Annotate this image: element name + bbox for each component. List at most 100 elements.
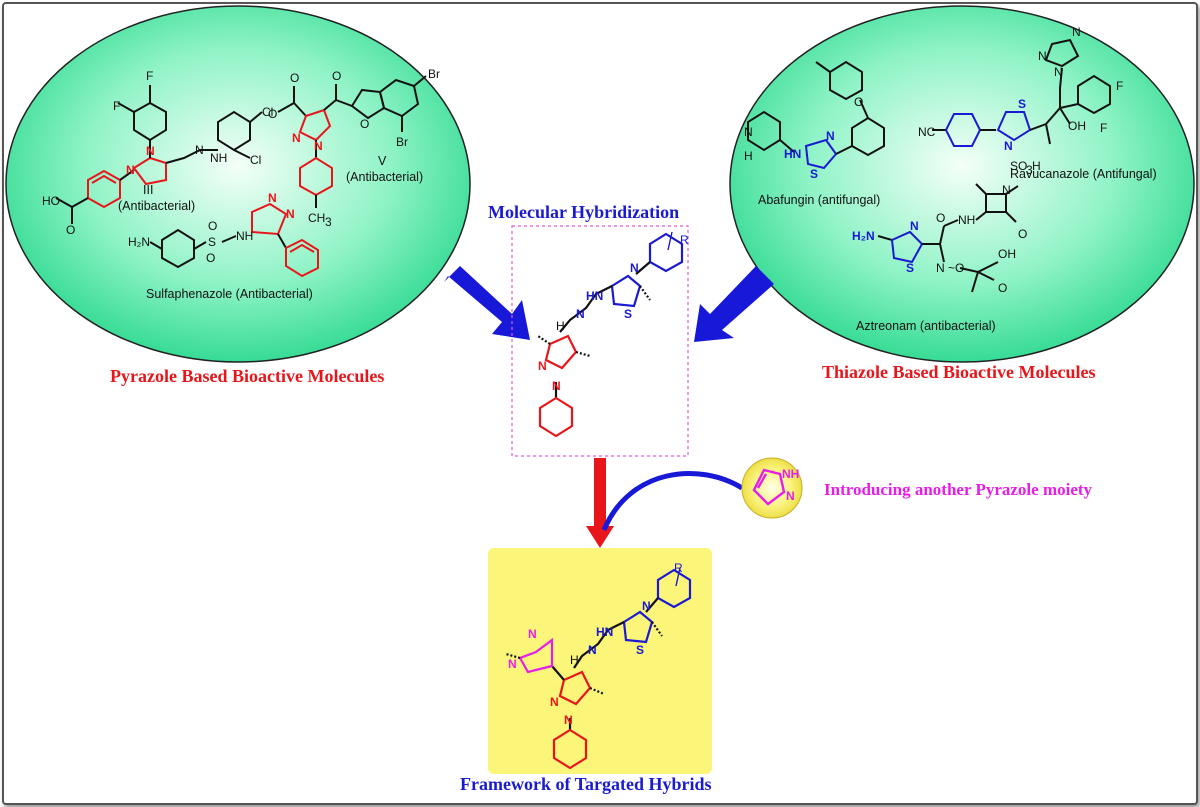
svg-text:O: O — [290, 71, 299, 85]
svg-text:NH: NH — [782, 467, 799, 481]
abafungin-label: Abafungin (antifungal) — [758, 193, 880, 207]
svg-text:S: S — [1018, 97, 1026, 111]
ravucanazole-structure — [932, 38, 1111, 147]
blue-curved-arrow — [601, 470, 744, 531]
compound-III-label: III — [143, 183, 153, 197]
svg-text:OH: OH — [998, 247, 1016, 261]
svg-text:N: N — [564, 713, 573, 727]
svg-text:HO: HO — [42, 194, 60, 208]
pyrazole-panel-title: Pyrazole Based Bioactive Molecules — [110, 366, 385, 386]
svg-text:H: H — [744, 149, 753, 163]
svg-text:3: 3 — [325, 215, 332, 229]
svg-text:F: F — [146, 69, 153, 83]
svg-text:O: O — [854, 95, 863, 109]
svg-text:R: R — [674, 561, 683, 575]
aztreonam-label: Aztreonam (antibacterial) — [856, 319, 996, 333]
svg-text:N: N — [126, 163, 135, 177]
svg-text:N: N — [826, 129, 835, 143]
svg-text:Br: Br — [428, 67, 440, 81]
svg-text:N: N — [1072, 25, 1081, 39]
svg-text:S: S — [906, 261, 914, 275]
svg-text:S: S — [810, 167, 818, 181]
svg-text:Cl: Cl — [250, 153, 261, 167]
svg-text:H: H — [556, 319, 565, 333]
svg-text:N: N — [1004, 139, 1013, 153]
svg-text:Cl: Cl — [262, 105, 273, 119]
compound-V-structure — [277, 75, 427, 208]
svg-text:O: O — [998, 281, 1007, 295]
svg-text:O: O — [332, 69, 341, 83]
svg-text:N: N — [314, 139, 323, 153]
thiazole-panel — [729, 5, 1195, 363]
svg-text:N: N — [1002, 183, 1011, 197]
svg-text:S: S — [624, 307, 632, 321]
svg-text:S: S — [208, 235, 216, 249]
svg-text:N: N — [936, 261, 945, 275]
svg-text:3: 3 — [1026, 163, 1033, 177]
abafungin-structure — [747, 60, 885, 170]
svg-text:HN: HN — [586, 289, 603, 303]
svg-text:SO: SO — [1010, 159, 1027, 173]
svg-text:O: O — [208, 219, 217, 233]
hybrid-box — [511, 225, 689, 457]
compound-V-activity: (Antibacterial) — [346, 170, 423, 184]
framework-title: Framework of Targated Hybrids — [460, 774, 712, 794]
svg-text:N: N — [1038, 49, 1047, 63]
svg-text:S: S — [636, 643, 644, 657]
svg-text:N: N — [786, 489, 795, 503]
compound-III-activity: (Antibacterial) — [118, 199, 195, 213]
svg-text:OH: OH — [1068, 119, 1086, 133]
svg-text:N: N — [286, 207, 295, 221]
svg-text:O: O — [206, 251, 215, 265]
svg-text:N: N — [642, 599, 651, 613]
svg-text:R: R — [680, 233, 689, 247]
introducing-pyrazole-note: Introducing another Pyrazole moiety — [824, 480, 1093, 499]
svg-text:N: N — [528, 627, 537, 641]
svg-text:NH: NH — [210, 151, 227, 165]
svg-text:HN: HN — [784, 147, 801, 161]
svg-text:N: N — [630, 261, 639, 275]
molecular-hybridization-title: Molecular Hybridization — [488, 202, 680, 222]
hybrid-structure — [537, 231, 684, 438]
svg-text:NH: NH — [236, 229, 253, 243]
target-box — [488, 548, 712, 774]
svg-text:N: N — [744, 125, 753, 139]
svg-text:N: N — [508, 657, 517, 671]
compound-III-structure — [55, 85, 263, 224]
svg-text:NH: NH — [958, 213, 975, 227]
thiazole-panel-title: Thiazole Based Bioactive Molecules — [822, 362, 1096, 382]
compound-V-label: V — [378, 154, 387, 168]
svg-text:H: H — [570, 653, 579, 667]
svg-text:N: N — [1054, 65, 1063, 79]
svg-text:NC: NC — [918, 125, 936, 139]
ravucanazole-label: Ravucanazole (Antifungal) — [1010, 167, 1157, 181]
svg-text:N: N — [195, 143, 204, 157]
svg-text:N: N — [538, 359, 547, 373]
svg-text:N: N — [588, 643, 597, 657]
svg-text:HN: HN — [596, 625, 613, 639]
svg-text:H₂N: H₂N — [852, 229, 875, 243]
svg-text:N: N — [552, 379, 561, 393]
svg-text:H: H — [1032, 159, 1041, 173]
svg-text:O: O — [66, 223, 75, 237]
svg-text:F: F — [1116, 79, 1123, 93]
red-arrow-down — [586, 458, 614, 548]
new-pyrazole-structure — [752, 468, 786, 506]
target-structure — [505, 567, 692, 770]
svg-text:N: N — [910, 219, 919, 233]
new-pyrazole-badge — [741, 457, 803, 519]
svg-text:F: F — [113, 99, 120, 113]
svg-text:N: N — [550, 695, 559, 709]
sulfaphenazole-label: Sulfaphenazole (Antibacterial) — [146, 287, 313, 301]
svg-text:O: O — [1018, 227, 1027, 241]
svg-text:H₂N: H₂N — [128, 235, 150, 249]
svg-text:N: N — [292, 131, 301, 145]
svg-text:Br: Br — [396, 135, 408, 149]
left-blue-arrow — [444, 266, 530, 340]
svg-text:O: O — [936, 211, 945, 225]
aztreonam-structure — [877, 183, 1019, 293]
pyrazole-panel — [5, 5, 471, 363]
svg-text:~O: ~O — [948, 261, 964, 275]
svg-text:CH: CH — [308, 211, 325, 225]
